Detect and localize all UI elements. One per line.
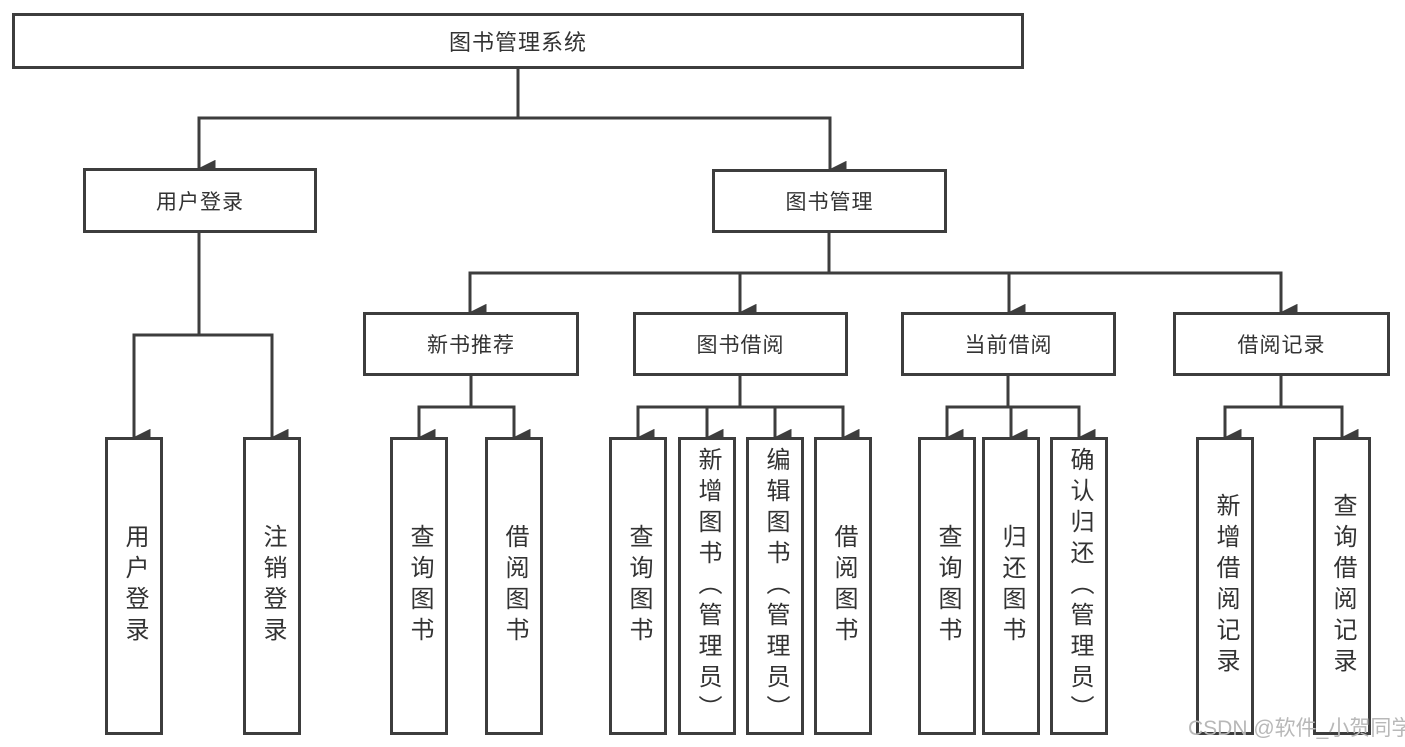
connector-current-trunk — [945, 374, 1081, 409]
connector-mgmt-trunk — [468, 231, 1283, 275]
connector-borrow-trunk — [636, 374, 845, 409]
leaf-confirm-return-admin: 确认归还（管理员） — [1050, 437, 1108, 735]
connector-records-trunk — [1223, 374, 1344, 409]
leaf-borrow-books-recommend: 借阅图书 — [485, 437, 543, 735]
connector-recommend-trunk — [417, 374, 516, 409]
leaf-add-book-admin: 新增图书（管理员） — [678, 437, 736, 735]
node-book-borrow: 图书借阅 — [633, 312, 848, 376]
leaf-query-books-borrow: 查询图书 — [609, 437, 667, 735]
node-current-borrow: 当前借阅 — [901, 312, 1116, 376]
node-borrow-records: 借阅记录 — [1173, 312, 1390, 376]
leaf-query-books-current: 查询图书 — [918, 437, 976, 735]
leaf-return-book: 归还图书 — [982, 437, 1040, 735]
leaf-edit-book-admin: 编辑图书（管理员） — [746, 437, 804, 735]
node-book-management: 图书管理 — [712, 169, 947, 233]
node-new-book-recommend: 新书推荐 — [363, 312, 579, 376]
node-root: 图书管理系统 — [12, 13, 1024, 69]
leaf-query-books-recommend: 查询图书 — [390, 437, 448, 735]
leaf-add-borrow-record: 新增借阅记录 — [1196, 437, 1254, 735]
leaf-user-login: 用户登录 — [105, 437, 163, 735]
connector-root-trunk — [197, 67, 832, 120]
connector-login-trunk — [132, 231, 274, 337]
watermark: CSDN @软件_小贺同学 — [1188, 717, 1405, 740]
leaf-query-borrow-record: 查询借阅记录 — [1313, 437, 1371, 735]
node-user-login: 用户登录 — [83, 168, 317, 233]
leaf-logout: 注销登录 — [243, 437, 301, 735]
leaf-borrow-books-borrow: 借阅图书 — [814, 437, 872, 735]
